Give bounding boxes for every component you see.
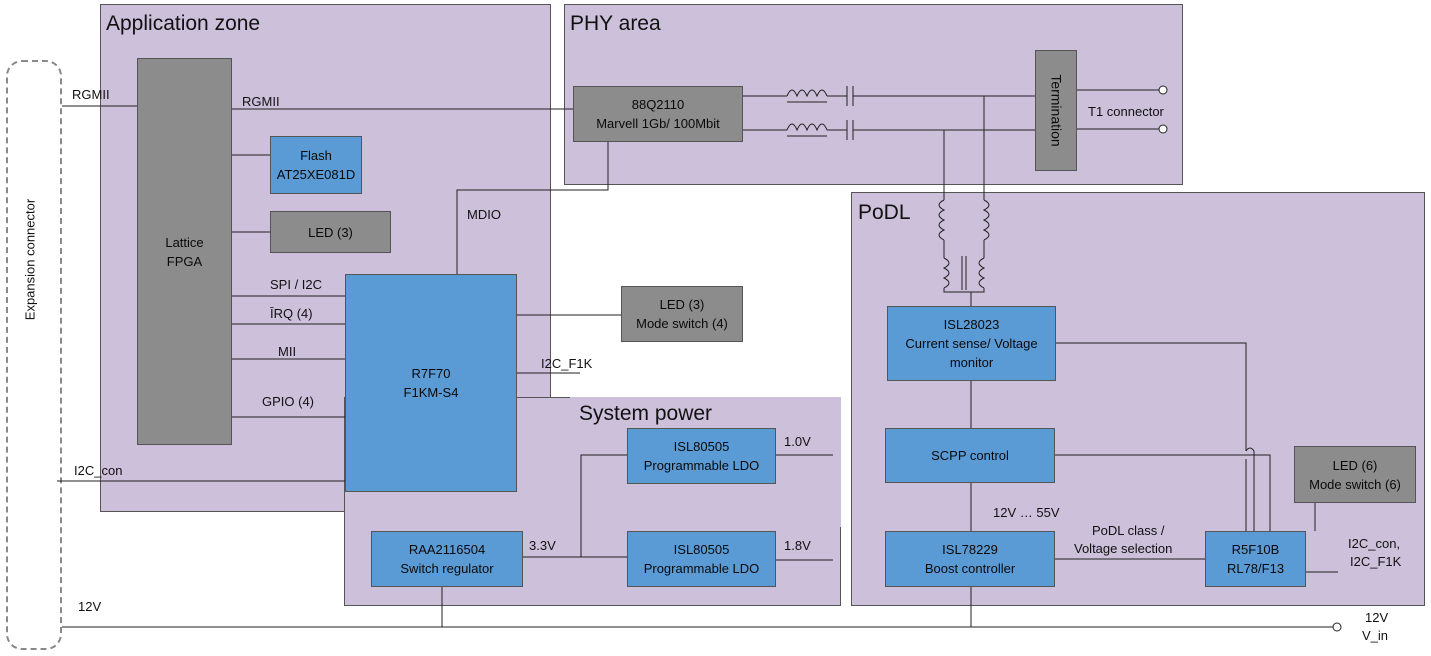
mdio-label: MDIO bbox=[467, 207, 501, 222]
flash-block: Flash AT25XE081D bbox=[270, 136, 362, 194]
flash-line2: AT25XE081D bbox=[276, 167, 356, 182]
mcu-line2: F1KM-S4 bbox=[403, 385, 459, 400]
podl-class-label-1: PoDL class / bbox=[1092, 523, 1165, 538]
led-podl-line2: Mode switch (6) bbox=[1309, 476, 1401, 492]
ldo2-line1: ISL80505 bbox=[673, 542, 730, 557]
i2c-con-f1k-label-1: I2C_con, bbox=[1348, 536, 1401, 551]
fpga-line1: Lattice bbox=[165, 234, 204, 250]
12v-right-label: 12V bbox=[1365, 610, 1389, 625]
i2c-con-f1k-label-2: I2C_F1K bbox=[1350, 554, 1402, 569]
led-app-line1: LED (3) bbox=[308, 224, 353, 240]
phy-line2: Marvell 1Gb/ 100Mbit bbox=[596, 116, 720, 131]
voltage-range-label: 12V … 55V bbox=[993, 505, 1060, 520]
podl-class-label-2: Voltage selection bbox=[1074, 541, 1173, 556]
scpp-control-block: SCPP control bbox=[885, 428, 1055, 483]
isl28023-line1: ISL28023 bbox=[943, 317, 1000, 332]
r5f10b-line1: R5F10B bbox=[1231, 542, 1280, 557]
scpp-line1: SCPP control bbox=[931, 448, 1009, 463]
r5f10b-block: R5F10B RL78/F13 bbox=[1205, 531, 1306, 587]
i2c-f1k-label: I2C_F1K bbox=[541, 356, 593, 371]
system-power-zone-title: System power bbox=[579, 402, 713, 425]
i2c-con-label: I2C_con bbox=[74, 463, 123, 478]
mcu-line1: R7F70 bbox=[411, 366, 451, 381]
termination-label: Termination bbox=[1048, 74, 1065, 147]
voltage-3v3-label: 3.3V bbox=[529, 538, 556, 553]
expansion-connector: Expansion connector bbox=[6, 60, 62, 650]
ldo1-line2: Programmable LDO bbox=[643, 458, 760, 473]
led-podl-block: LED (6) Mode switch (6) bbox=[1294, 446, 1416, 503]
isl28023-block: ISL28023 Current sense/ Voltage monitor bbox=[887, 306, 1056, 381]
12v-left-label: 12V bbox=[78, 599, 102, 614]
t1-connector-terminal-top bbox=[1158, 85, 1168, 95]
rgmii-external-label: RGMII bbox=[72, 87, 110, 102]
led-mode-switch-block: LED (3) Mode switch (4) bbox=[621, 286, 743, 342]
phy-88q2110: 88Q2110 Marvell 1Gb/ 100Mbit bbox=[573, 86, 743, 142]
vin-label: V_in bbox=[1362, 628, 1389, 643]
isl28023-line3: monitor bbox=[949, 355, 994, 370]
ldo2-line2: Programmable LDO bbox=[643, 561, 760, 576]
application-zone-title: Application zone bbox=[106, 12, 261, 35]
raa2116504-block: RAA2116504 Switch regulator bbox=[371, 531, 523, 587]
spi-i2c-label: SPI / I2C bbox=[270, 277, 323, 292]
termination-block: Termination bbox=[1035, 50, 1077, 171]
irq-label: ĪRQ (4) bbox=[270, 306, 313, 321]
led-podl-line1: LED (6) bbox=[1332, 457, 1378, 473]
ldo1-line1: ISL80505 bbox=[673, 439, 730, 454]
mii-label: MII bbox=[278, 344, 297, 359]
raa-line2: Switch regulator bbox=[400, 561, 494, 576]
voltage-1v8-label: 1.8V bbox=[784, 538, 811, 553]
phy-area-title: PHY area bbox=[570, 12, 661, 35]
ldo-1v8-block: ISL80505 Programmable LDO bbox=[627, 531, 776, 587]
rgmii-label: RGMII bbox=[242, 94, 280, 109]
phy-line1: 88Q2110 bbox=[631, 97, 685, 112]
isl78229-line2: Boost controller bbox=[924, 561, 1016, 576]
isl28023-line2: Current sense/ Voltage bbox=[905, 336, 1038, 351]
podl-zone-title: PoDL bbox=[858, 201, 911, 224]
led-app-block: LED (3) bbox=[270, 211, 391, 253]
lattice-fpga: Lattice FPGA bbox=[137, 58, 232, 445]
led-mode-line2: Mode switch (4) bbox=[636, 316, 728, 331]
raa-line1: RAA2116504 bbox=[408, 542, 486, 557]
r5f10b-line2: RL78/F13 bbox=[1226, 561, 1285, 576]
voltage-1v0-label: 1.0V bbox=[784, 434, 811, 449]
vin-terminal bbox=[1332, 622, 1342, 632]
flash-line1: Flash bbox=[300, 148, 332, 163]
t1-connector-label: T1 connector bbox=[1088, 104, 1164, 119]
fpga-line2: FPGA bbox=[166, 253, 203, 269]
led-mode-line1: LED (3) bbox=[659, 297, 705, 312]
ldo-1v0-block: ISL80505 Programmable LDO bbox=[627, 428, 776, 484]
isl78229-block: ISL78229 Boost controller bbox=[885, 531, 1055, 587]
mcu-r7f70: R7F70 F1KM-S4 bbox=[345, 274, 517, 492]
gpio-label: GPIO (4) bbox=[262, 394, 315, 409]
t1-connector-terminal-bottom bbox=[1158, 124, 1168, 134]
isl78229-line1: ISL78229 bbox=[942, 542, 998, 557]
